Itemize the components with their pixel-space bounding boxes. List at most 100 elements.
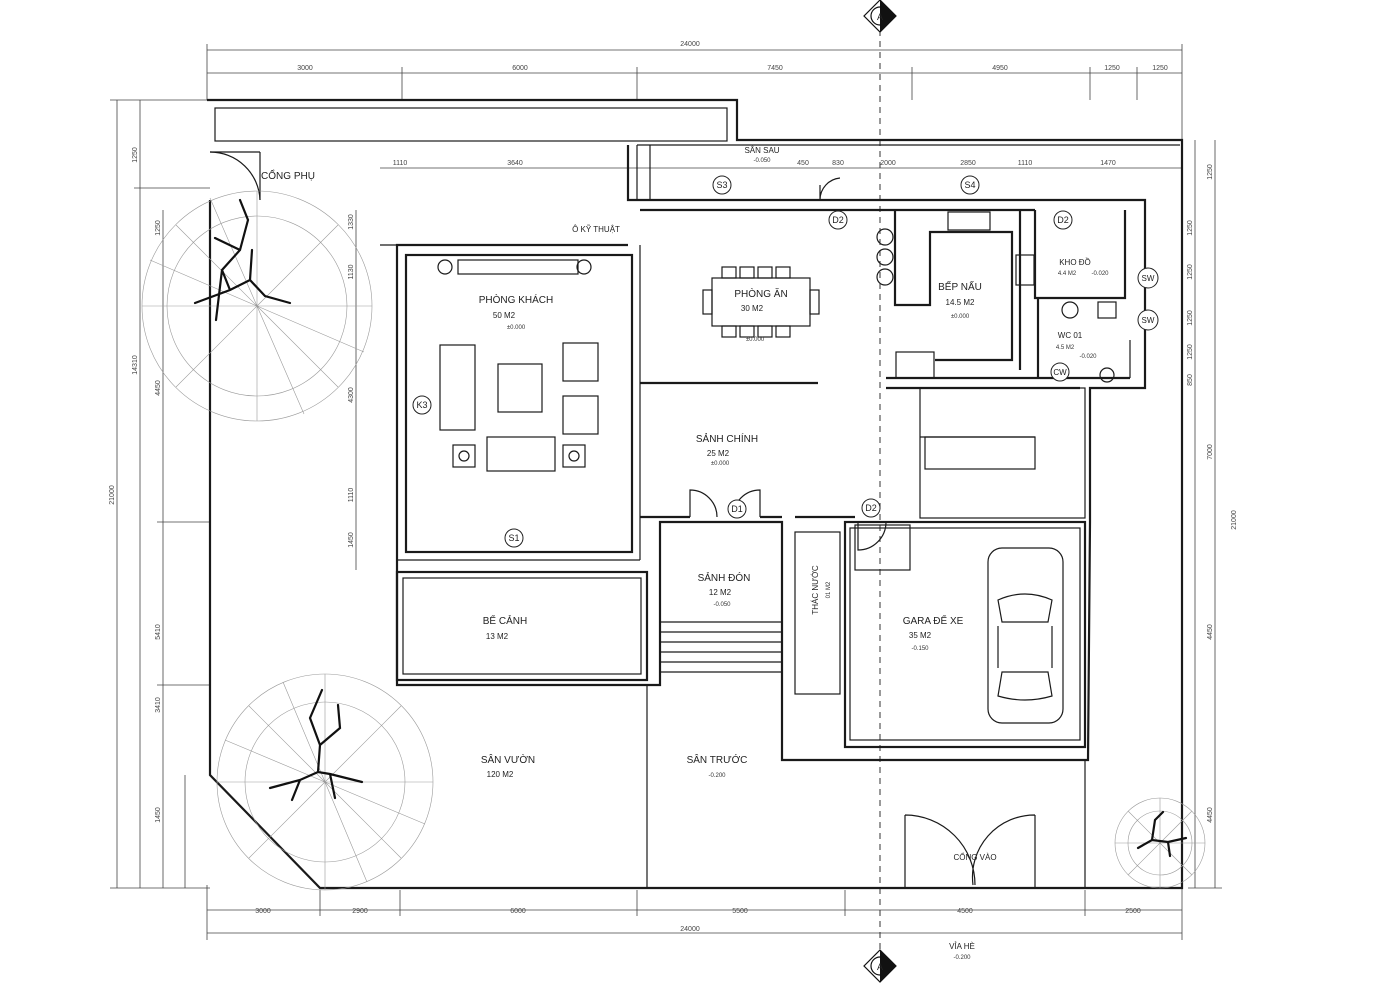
speaker-icon xyxy=(437,259,453,275)
svg-text:D2: D2 xyxy=(1057,215,1069,225)
basin xyxy=(1097,301,1117,319)
section-marker-bottom: A xyxy=(863,949,897,983)
tags: D1 D2 D2 D2 S1 S3 S4 K3 SW SW CW xyxy=(412,175,1159,548)
svg-text:SW: SW xyxy=(1142,274,1155,283)
dim-top-4: 4950 xyxy=(992,65,1008,72)
tag-s1: S1 xyxy=(504,528,524,548)
dim-right-inner-2: 1250 xyxy=(1187,264,1194,280)
dim-right-inner-1: 1250 xyxy=(1187,220,1194,236)
tag-sw-2: SW xyxy=(1137,309,1159,331)
dim-bottom-total: 24000 xyxy=(680,926,700,933)
room-san-sau-level: -0.050 xyxy=(753,158,771,164)
dim-bottom-6: 2500 xyxy=(1125,908,1141,915)
dim-right-1: 1250 xyxy=(1207,164,1214,180)
svg-text:D2: D2 xyxy=(865,503,877,513)
tree-bottom-right xyxy=(1114,797,1206,889)
tag-k3: K3 xyxy=(412,395,432,415)
sofa-left xyxy=(439,344,476,431)
dim-right-2: 7000 xyxy=(1207,444,1214,460)
svg-text:S1: S1 xyxy=(508,533,519,543)
tag-d2-dining: D2 xyxy=(828,210,848,230)
room-sanh-don-area: 12 M2 xyxy=(709,588,732,597)
armchair xyxy=(562,395,599,435)
label-via-he-level: -0.200 xyxy=(953,955,971,961)
dim-bottom-2: 2900 xyxy=(352,908,368,915)
dim-bottom-4: 5500 xyxy=(732,908,748,915)
dim-top-6: 1250 xyxy=(1152,65,1168,72)
room-sanh-don-level: -0.050 xyxy=(713,602,731,608)
label-cong-phu: CỔNG PHỤ xyxy=(261,169,315,182)
tag-s3: S3 xyxy=(712,175,732,195)
site-boundary xyxy=(207,98,1184,890)
dim-top-inner-8: 1470 xyxy=(1100,160,1116,167)
tag-d1: D1 xyxy=(727,499,747,519)
room-thac-nuoc-area: 01 M2 xyxy=(826,581,832,598)
room-sanh-chinh-area: 25 M2 xyxy=(707,449,730,458)
tag-cw: CW xyxy=(1050,362,1070,382)
tree-top-left xyxy=(141,190,373,422)
svg-text:CW: CW xyxy=(1053,368,1067,377)
room-bep-area: 14.5 M2 xyxy=(946,298,975,307)
dining-table xyxy=(711,277,811,327)
room-phong-khach-name: PHÒNG KHÁCH xyxy=(479,293,553,306)
room-phong-khach-level: ±0.000 xyxy=(507,325,526,331)
svg-text:D2: D2 xyxy=(832,215,844,225)
room-labels: PHÒNG KHÁCH 50 M2 ±0.000 PHÒNG ĂN 30 M2 … xyxy=(261,146,1109,961)
dim-house-3: 4300 xyxy=(348,387,355,403)
room-sanh-chinh-name: SẢNH CHÍNH xyxy=(696,432,758,445)
room-bep-level: ±0.000 xyxy=(951,314,970,320)
svg-text:D1: D1 xyxy=(731,504,743,514)
dim-left-inner-1: 1250 xyxy=(155,220,162,236)
dimension-lines: 24000 3000 6000 7450 4950 1250 1250 1110… xyxy=(109,41,1238,940)
room-thac-nuoc-name: THÁC NƯỚC xyxy=(811,565,820,614)
dim-right-inner-4: 1250 xyxy=(1187,344,1194,360)
sink xyxy=(947,211,991,231)
armchair xyxy=(562,342,599,382)
dim-left-inner-3: 5410 xyxy=(155,624,162,640)
room-be-canh-area: 13 M2 xyxy=(486,632,509,641)
label-o-ky-thuat: Ô KỸ THUẬT xyxy=(572,225,620,234)
trees xyxy=(141,190,1206,891)
room-kho-name: KHO ĐỒ xyxy=(1059,257,1091,267)
room-phong-an-level: ±0.000 xyxy=(746,337,765,343)
tag-sw-1: SW xyxy=(1137,267,1159,289)
svg-text:S3: S3 xyxy=(716,180,727,190)
svg-text:SW: SW xyxy=(1142,316,1155,325)
house-walls xyxy=(380,144,1180,888)
room-wc-name: WC 01 xyxy=(1058,331,1083,340)
section-label-bottom: A xyxy=(877,962,883,972)
dim-top-inner-7: 1110 xyxy=(1018,160,1033,167)
section-label-top: A xyxy=(877,12,883,22)
dim-top-2: 6000 xyxy=(512,65,528,72)
room-bep-name: BẾP NẤU xyxy=(938,280,982,293)
room-kho-level: -0.020 xyxy=(1091,271,1109,277)
dim-house-1: 1330 xyxy=(348,214,355,230)
tv-console xyxy=(457,259,579,275)
room-wc-level: -0.020 xyxy=(1079,354,1097,360)
dim-bottom-3: 6000 xyxy=(510,908,526,915)
room-phong-an-area: 30 M2 xyxy=(741,304,764,313)
dim-top-inner-3: 450 xyxy=(797,160,809,167)
speaker-icon xyxy=(576,259,592,275)
room-gara-area: 35 M2 xyxy=(909,631,932,640)
section-marker-top: A xyxy=(863,0,897,33)
tree-bottom-left xyxy=(216,673,434,891)
room-sanh-chinh-level: ±0.000 xyxy=(711,461,730,467)
dim-right-3: 4450 xyxy=(1207,624,1214,640)
room-wc-area: 4.5 M2 xyxy=(1056,345,1075,351)
dim-house-4: 1110 xyxy=(348,488,355,503)
svg-text:S4: S4 xyxy=(964,180,975,190)
label-via-he: VỈA HÈ xyxy=(949,942,975,951)
tag-s4: S4 xyxy=(960,175,980,195)
tag-d2-store: D2 xyxy=(1053,210,1073,230)
room-gara-name: GARA ĐỂ XE xyxy=(903,614,964,627)
dim-top-inner-2: 3640 xyxy=(507,160,523,167)
dim-top-inner-1: 1110 xyxy=(393,160,408,167)
dim-top-1: 3000 xyxy=(297,65,313,72)
dim-top-3: 7450 xyxy=(767,65,783,72)
fridge xyxy=(895,351,935,379)
doors xyxy=(689,177,887,551)
room-san-truoc-name: SÂN TRƯỚC xyxy=(687,753,748,766)
dim-right-inner-5: 850 xyxy=(1187,374,1194,386)
